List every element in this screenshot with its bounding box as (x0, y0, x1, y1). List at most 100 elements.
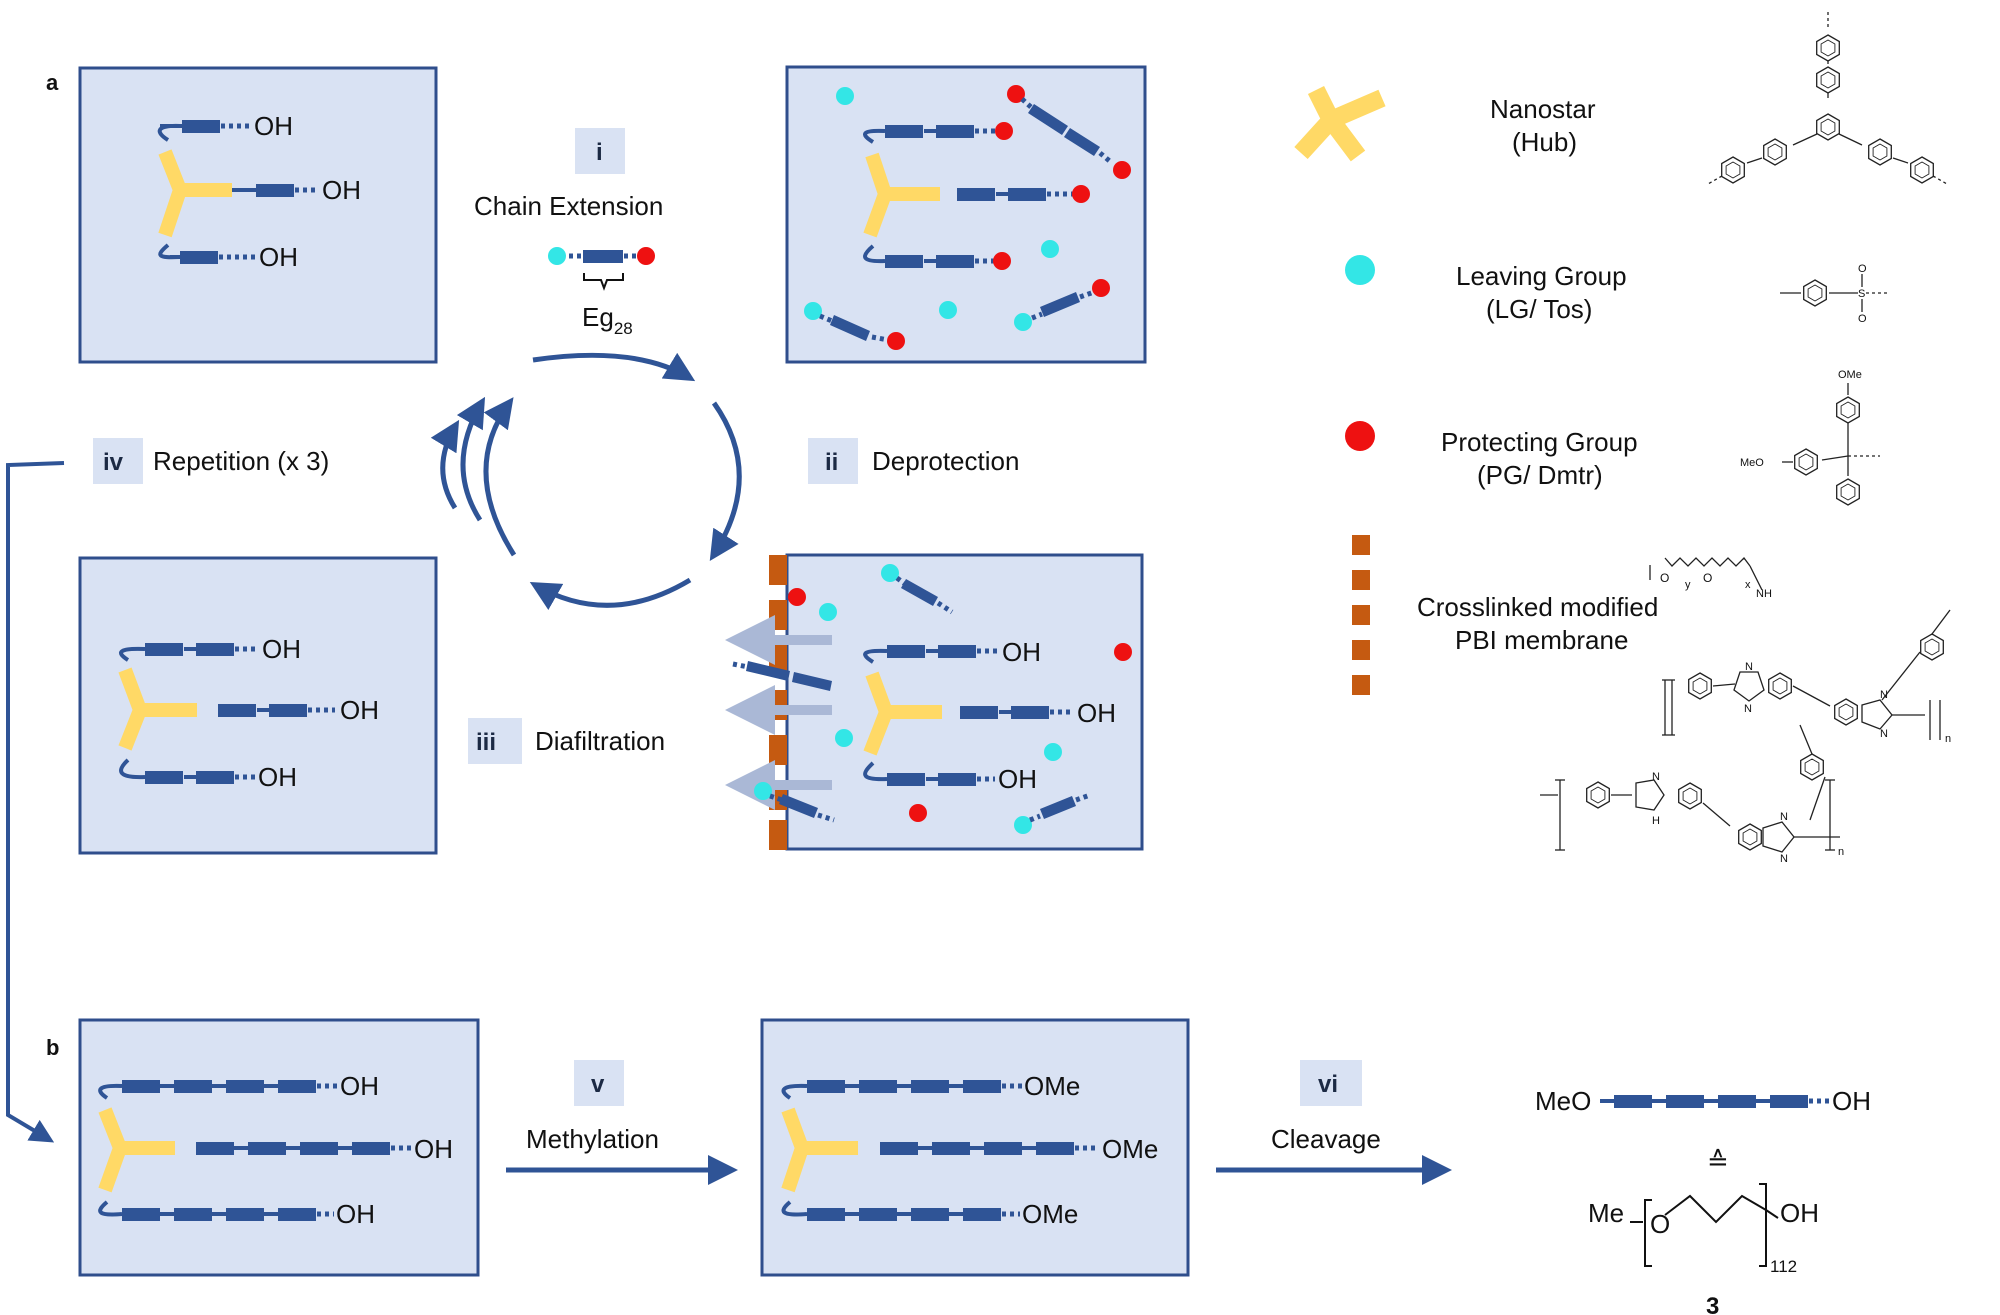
step-number-ii: ii (825, 449, 838, 476)
legend-nanostar-sublabel: (Hub) (1512, 127, 1577, 157)
step-label-methylation: Methylation (526, 1124, 659, 1154)
chain-middle (232, 184, 318, 197)
end-label-oh: OH (259, 242, 298, 272)
tosyl-oxygen: O (1858, 263, 1867, 275)
step-box-ii (808, 438, 858, 484)
step-number-vi: vi (1318, 1071, 1338, 1098)
formula-o-label: O (1650, 1209, 1670, 1239)
formula-oh-label: OH (1780, 1198, 1819, 1228)
chain-bottom (145, 771, 256, 784)
chain-middle (196, 1142, 412, 1155)
chain-middle (218, 704, 335, 717)
pbi-h-label: H (1652, 815, 1660, 827)
chain-bottom (885, 252, 1011, 270)
pbi-n-atom: N (1780, 853, 1788, 865)
chain-top (160, 120, 250, 133)
end-label-oh: OH (1002, 637, 1041, 667)
chain-top (145, 643, 258, 656)
end-label-oh: OH (336, 1199, 375, 1229)
compound-number: 3 (1706, 1293, 1719, 1315)
formula-me-label: Me (1588, 1198, 1624, 1228)
step-box-iv (93, 438, 143, 484)
end-label-oh: OH (340, 1071, 379, 1101)
chain-bottom (122, 1208, 334, 1221)
chain-bottom (807, 1208, 1020, 1221)
nanostar-hub (863, 128, 940, 264)
equivalence-symbol: ≙ (1707, 1146, 1729, 1176)
pbi-o-label: O (1660, 571, 1669, 585)
end-label-oh: OH (414, 1134, 453, 1164)
legend-protecting-group-sublabel: (PG/ Dmtr) (1477, 460, 1603, 490)
box-initial-nanostar: OH OH OH (78, 66, 438, 364)
free-species (732, 564, 1132, 834)
step-label-deprotection: Deprotection (872, 446, 1019, 476)
product-oh-label: OH (1832, 1086, 1871, 1116)
legend-nanostar-icon (1294, 85, 1386, 162)
structure-pbi (1540, 557, 1951, 853)
box-after-chain-extension (785, 65, 1147, 364)
formula-repeat-count: 112 (1770, 1257, 1797, 1276)
end-label-oh: OH (254, 111, 293, 141)
legend: Nanostar (Hub) Leaving Group (LG/ Tos) P… (1294, 85, 1658, 695)
step-label-chain-extension: Chain Extension (474, 191, 663, 221)
chain-middle (960, 706, 1074, 719)
chain-top (887, 645, 998, 658)
pbi-x-label: x (1745, 579, 1751, 591)
legend-nanostar-label: Nanostar (1490, 94, 1596, 124)
end-label-oh: OH (1077, 698, 1116, 728)
step-number-iii: iii (476, 729, 496, 756)
pbi-n-atom: N (1652, 771, 1660, 783)
repetition-loop-arrow (6, 461, 65, 1143)
legend-membrane-icon (1352, 535, 1370, 695)
pbi-n-atom: N (1880, 689, 1888, 701)
box-methylated-nanostar: OMe OMe OMe (760, 1018, 1190, 1277)
end-label-oh: OH (258, 762, 297, 792)
step-box-iii (468, 718, 522, 764)
chain-top (885, 122, 1013, 140)
legend-membrane-label: Crosslinked modified (1417, 592, 1658, 622)
chain-bottom (170, 251, 255, 264)
chain-middle (880, 1142, 1096, 1155)
chain-top (122, 1080, 338, 1093)
step-number-v: v (591, 1071, 605, 1098)
box-final-nanostar: OH OH OH (78, 1018, 480, 1277)
end-label-ome: OMe (1024, 1071, 1080, 1101)
permeation-arrows (725, 615, 832, 810)
nanostar-hub (118, 646, 197, 780)
product-linear-peg: MeO OH ≙ Me O OH 112 3 (1535, 1086, 1871, 1315)
chain-middle (957, 185, 1090, 203)
product-meo-label: MeO (1535, 1086, 1591, 1116)
nanostar-hub (863, 648, 942, 782)
tosyl-sulfur: S (1858, 288, 1865, 300)
dmtr-ome-label: OMe (1838, 369, 1862, 381)
pbi-n-atom: N (1745, 661, 1753, 673)
pbi-n-subscript: n (1945, 733, 1951, 745)
pbi-n-atom: N (1780, 811, 1788, 823)
pbi-n-subscript: n (1838, 846, 1844, 858)
monomer-subscript: 28 (614, 319, 633, 338)
end-label-oh: OH (322, 175, 361, 205)
nanostar-hub (98, 1083, 175, 1217)
pbi-n-atom: N (1744, 703, 1752, 715)
nanostar-hub (157, 123, 232, 260)
tosyl-oxygen: O (1858, 313, 1867, 325)
product-chain (1600, 1095, 1830, 1108)
monomer-eg28 (548, 247, 655, 291)
legend-leaving-group-sublabel: (LG/ Tos) (1486, 294, 1592, 324)
legend-protecting-group-icon (1345, 421, 1375, 451)
legend-membrane-sublabel: PBI membrane (1455, 625, 1628, 655)
box-diafiltration-membrane: OH OH OH (725, 553, 1144, 851)
end-label-oh: OH (340, 695, 379, 725)
step-number-iv: iv (103, 449, 124, 476)
end-label-ome: OMe (1102, 1134, 1158, 1164)
end-label-oh: OH (998, 764, 1037, 794)
structure-nanostar (1707, 12, 1948, 185)
structure-tosyl (1780, 274, 1890, 312)
monomer-label: Eg28 (582, 302, 633, 338)
panel-label-b: b (46, 1035, 59, 1060)
structure-dmtr (1782, 383, 1880, 506)
step-box-v (574, 1060, 624, 1106)
box-after-diafiltration: OH OH OH (78, 556, 438, 855)
step-box-vi (1300, 1060, 1362, 1106)
